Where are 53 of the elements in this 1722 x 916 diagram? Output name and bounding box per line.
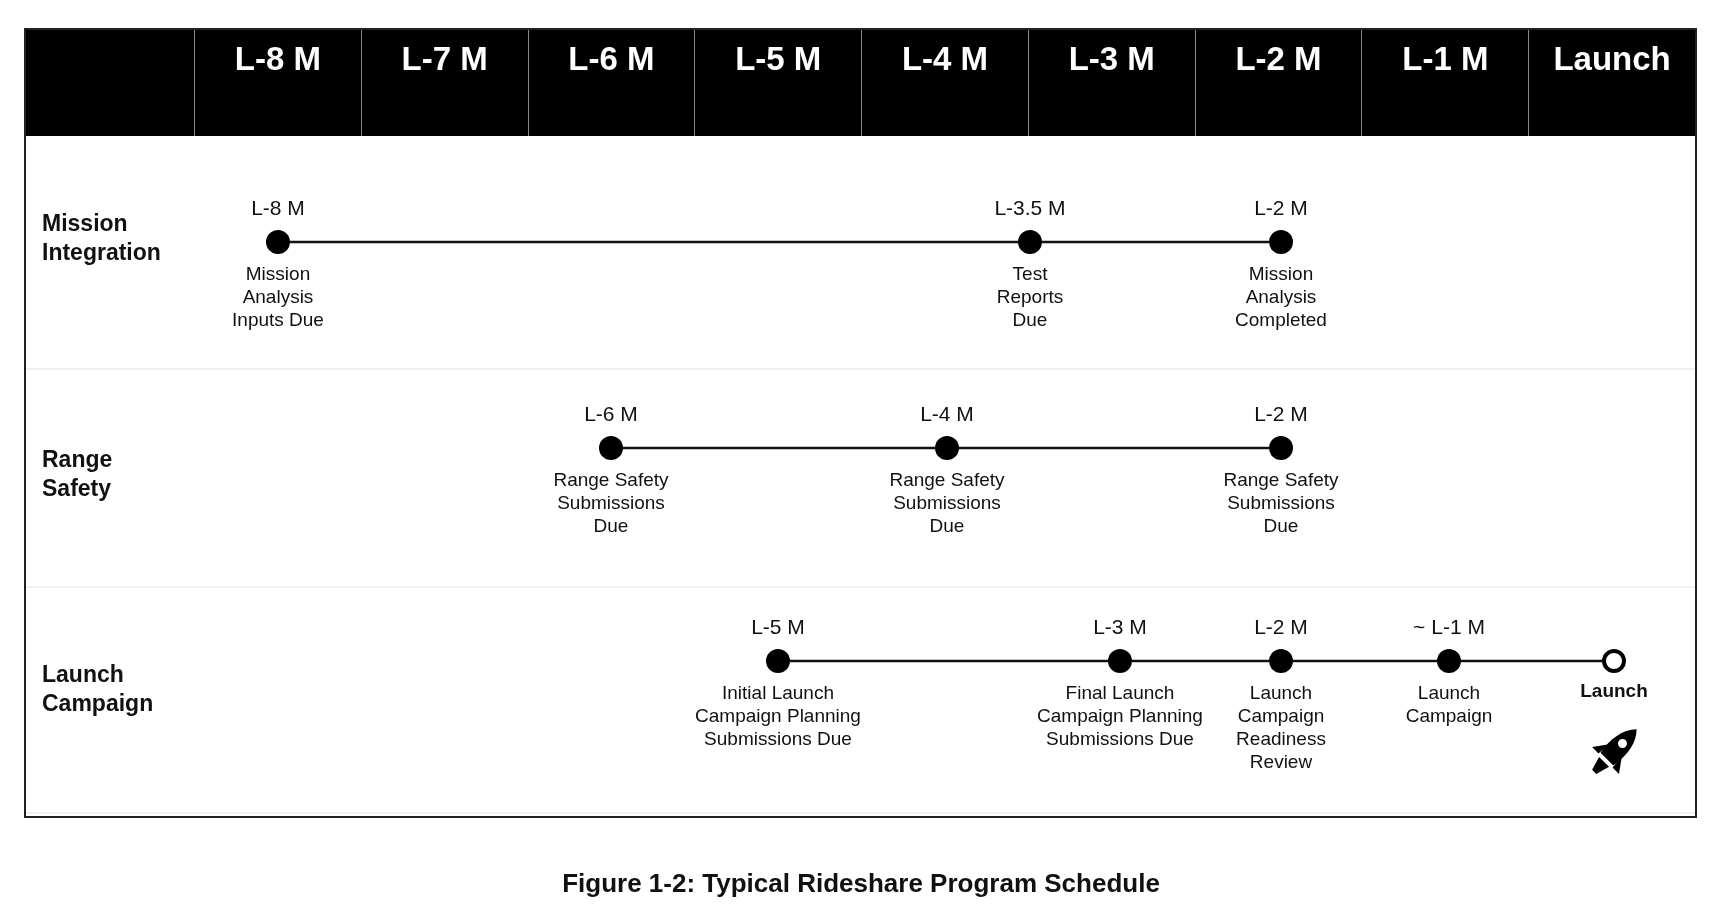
milestone-description: Initial Launch Campaign Planning Submissions Due (694, 681, 862, 750)
milestone-description: Range Safety Submissions Due (552, 468, 670, 537)
milestone-dot (1269, 230, 1293, 254)
column-header: L-6 M (527, 30, 695, 136)
milestone-description: Mission Analysis Completed (1234, 262, 1328, 331)
milestone-dot (1108, 649, 1132, 673)
milestone-description: Launch (1579, 679, 1649, 702)
milestone-date: L-3 M (1092, 615, 1148, 639)
timeline-line (1042, 240, 1269, 244)
timeline-line (1461, 659, 1602, 663)
timeline-line (1132, 659, 1269, 663)
milestone-dot (266, 230, 290, 254)
column-header: Launch (1528, 30, 1695, 136)
timeline-line (290, 240, 1018, 244)
milestone-description: Test Reports Due (995, 262, 1065, 331)
milestone-dot (935, 436, 959, 460)
column-header: L-7 M (360, 30, 528, 136)
timeline-line (1293, 659, 1437, 663)
milestone-date: L-2 M (1253, 402, 1309, 426)
column-header: L-5 M (694, 30, 862, 136)
figure-caption: Figure 1-2: Typical Rideshare Program Schedule (562, 868, 1160, 899)
milestone-description: Range Safety Submissions Due (888, 468, 1006, 537)
timeline-line (790, 659, 1108, 663)
milestone-description: Mission Analysis Inputs Due (231, 262, 325, 331)
milestone-date: L-4 M (919, 402, 975, 426)
milestone-description: Launch Campaign (1404, 681, 1494, 727)
row-heading: Mission Integration (42, 209, 162, 267)
milestone-description: Launch Campaign Readiness Review (1235, 681, 1327, 773)
milestone-date: L-8 M (250, 196, 306, 220)
milestone-date: L-3.5 M (993, 196, 1067, 220)
milestone-date: L-6 M (583, 402, 639, 426)
milestone-dot (766, 649, 790, 673)
row-heading: Launch Campaign (42, 660, 155, 718)
column-header: L-1 M (1361, 30, 1529, 136)
milestone-dot (1269, 436, 1293, 460)
milestone-date: L-2 M (1253, 196, 1309, 220)
milestone-date: L-5 M (750, 615, 806, 639)
milestone-date: L-2 M (1253, 615, 1309, 639)
milestone-date: ~ L-1 M (1412, 615, 1486, 639)
milestone-dot (599, 436, 623, 460)
column-header: L-2 M (1194, 30, 1362, 136)
timeline-line (959, 446, 1269, 450)
milestone-dot (1269, 649, 1293, 673)
column-header: L-4 M (861, 30, 1028, 136)
column-header: L-3 M (1027, 30, 1195, 136)
row-heading: Range Safety (42, 445, 114, 503)
milestone-dot (1018, 230, 1042, 254)
launch-marker (1602, 649, 1626, 673)
timeline-line (623, 446, 935, 450)
milestone-description: Range Safety Submissions Due (1222, 468, 1340, 537)
milestone-dot (1437, 649, 1461, 673)
column-header: L-8 M (194, 30, 361, 136)
milestone-description: Final Launch Campaign Planning Submissions Due (1036, 681, 1204, 750)
